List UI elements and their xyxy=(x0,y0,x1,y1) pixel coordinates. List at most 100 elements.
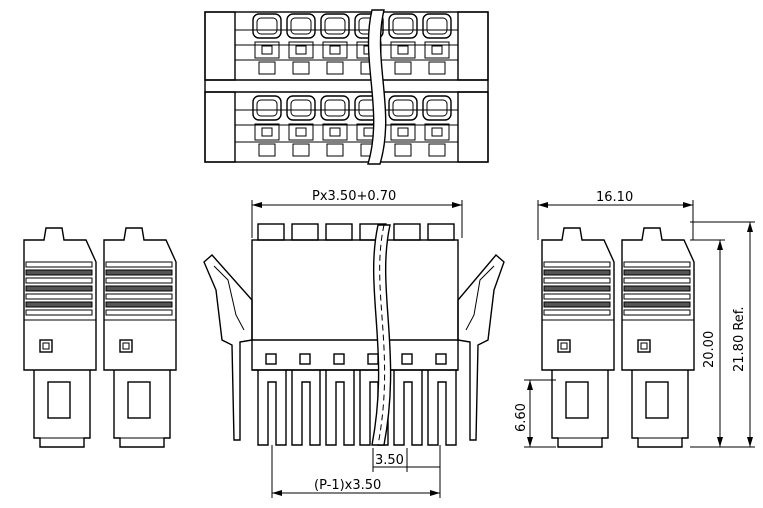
top-lower-cell-inner-5 xyxy=(392,99,414,117)
front-wire-entries xyxy=(265,353,447,365)
top-upper-cell-inner-2 xyxy=(290,17,312,35)
top-lower-latch-5 xyxy=(390,123,416,141)
top-upper-latch-5 xyxy=(390,41,416,59)
front-tab-6 xyxy=(427,223,455,241)
front-pin-5 xyxy=(393,370,423,446)
top-upper-cell-inner-6 xyxy=(426,17,448,35)
right-side-module-2-rib-4 xyxy=(623,285,691,292)
front-entry-3 xyxy=(333,353,345,365)
front-tab-3 xyxy=(325,223,353,241)
front-view-break-line xyxy=(371,224,392,446)
dim-height-ref: 21.80 Ref. xyxy=(732,306,747,372)
top-view-left-flange-upper xyxy=(204,11,236,81)
left-side-module-1-rib-5 xyxy=(25,293,93,300)
top-lower-cell-6 xyxy=(422,95,452,121)
top-upper-latch-3 xyxy=(322,41,348,59)
left-side-module-1-rib-6 xyxy=(25,301,93,308)
right-side-module-1-rib-6 xyxy=(543,301,611,308)
left-side-module-1-window xyxy=(39,339,53,353)
right-side-module-2-rib-2 xyxy=(623,269,691,276)
top-lower-cell-1 xyxy=(252,95,282,121)
front-pin-3 xyxy=(325,370,355,446)
top-upper-cell-3 xyxy=(320,13,350,39)
front-pin-4 xyxy=(359,370,389,446)
right-side-module-1-rib-4 xyxy=(543,285,611,292)
right-side-module-1-rib-3 xyxy=(543,277,611,284)
top-lower-foot-1 xyxy=(258,143,276,157)
front-pin-1 xyxy=(257,370,287,446)
top-view-right-flange-upper xyxy=(457,11,489,81)
left-side-module-1-rib-4 xyxy=(25,285,93,292)
right-side-module-2-window-inner xyxy=(640,342,648,350)
dim-pitch: 3.50 xyxy=(375,453,404,468)
front-tab-1 xyxy=(257,223,285,241)
front-pin-2 xyxy=(291,370,321,446)
left-side-module-1-rib-7 xyxy=(25,309,93,316)
right-side-module-1-window xyxy=(557,339,571,353)
front-entry-4 xyxy=(367,353,379,365)
front-entry-1 xyxy=(265,353,277,365)
top-lower-latch-6 xyxy=(424,123,450,141)
top-upper-cell-5 xyxy=(388,13,418,39)
top-upper-latch-1 xyxy=(254,41,280,59)
right-side-module-1-rib-7 xyxy=(543,309,611,316)
top-lower-latch-inner-3 xyxy=(329,127,341,137)
dim-height: 20.00 xyxy=(702,331,717,368)
top-upper-cell-inner-5 xyxy=(392,17,414,35)
dim-overall-width: Px3.50+0.70 xyxy=(312,189,396,204)
right-side-module-1-slot xyxy=(565,381,589,419)
top-lower-cell-inner-1 xyxy=(256,99,278,117)
top-upper-cell-6 xyxy=(422,13,452,39)
left-side-module-2-rib-3 xyxy=(105,277,173,284)
front-tab-2 xyxy=(291,223,319,241)
left-side-module-2-rib-5 xyxy=(105,293,173,300)
top-view-left-flange-lower xyxy=(204,91,236,163)
right-side-module-2-rib-7 xyxy=(623,309,691,316)
dim-height-lower: 6.60 xyxy=(514,403,529,432)
top-lower-latch-1 xyxy=(254,123,280,141)
left-side-module-1-rib-3 xyxy=(25,277,93,284)
top-view xyxy=(204,9,489,165)
top-upper-cell-inner-1 xyxy=(256,17,278,35)
front-entry-6 xyxy=(435,353,447,365)
left-side-module-2-window-inner xyxy=(122,342,130,350)
left-side-module-2-body xyxy=(103,227,177,371)
right-side-module-2-rib-6 xyxy=(623,301,691,308)
front-view: Px3.50+0.70 3.50 (P-1)x3.50 xyxy=(203,189,505,498)
top-lower-foot-3 xyxy=(326,143,344,157)
top-lower-cell-inner-6 xyxy=(426,99,448,117)
left-side-module-1-rib-1 xyxy=(25,261,93,268)
right-side-module-1-rib-2 xyxy=(543,269,611,276)
side-view-dimensions: 16.10 20.00 21.80 Ref. 6.60 xyxy=(514,190,755,448)
top-lower-cell-3 xyxy=(320,95,350,121)
top-lower-latch-inner-6 xyxy=(431,127,443,137)
top-lower-cell-2 xyxy=(286,95,316,121)
top-upper-latch-6 xyxy=(424,41,450,59)
top-lower-cell-inner-2 xyxy=(290,99,312,117)
top-upper-latch-inner-3 xyxy=(329,45,341,55)
right-side-module-2-rib-5 xyxy=(623,293,691,300)
top-upper-cell-2 xyxy=(286,13,316,39)
right-side-module-1-base xyxy=(551,370,609,448)
left-side-module-1-window-inner xyxy=(42,342,50,350)
front-tab-5 xyxy=(393,223,421,241)
top-upper-foot-5 xyxy=(394,61,412,75)
left-side-module-1-base xyxy=(33,370,91,448)
front-pins xyxy=(257,370,457,446)
top-upper-latch-inner-2 xyxy=(295,45,307,55)
top-lower-latch-inner-2 xyxy=(295,127,307,137)
top-upper-cell-inner-3 xyxy=(324,17,346,35)
top-lower-latch-inner-1 xyxy=(261,127,273,137)
top-upper-foot-3 xyxy=(326,61,344,75)
front-entry-5 xyxy=(401,353,413,365)
right-side-module-2-rib-1 xyxy=(623,261,691,268)
right-side-module-1-body xyxy=(541,227,615,371)
right-latch xyxy=(457,254,505,441)
top-upper-latch-2 xyxy=(288,41,314,59)
top-upper-latch-inner-6 xyxy=(431,45,443,55)
top-lower-cell-5 xyxy=(388,95,418,121)
left-side-module-2-rib-6 xyxy=(105,301,173,308)
top-lower-foot-5 xyxy=(394,143,412,157)
top-upper-latch-inner-1 xyxy=(261,45,273,55)
